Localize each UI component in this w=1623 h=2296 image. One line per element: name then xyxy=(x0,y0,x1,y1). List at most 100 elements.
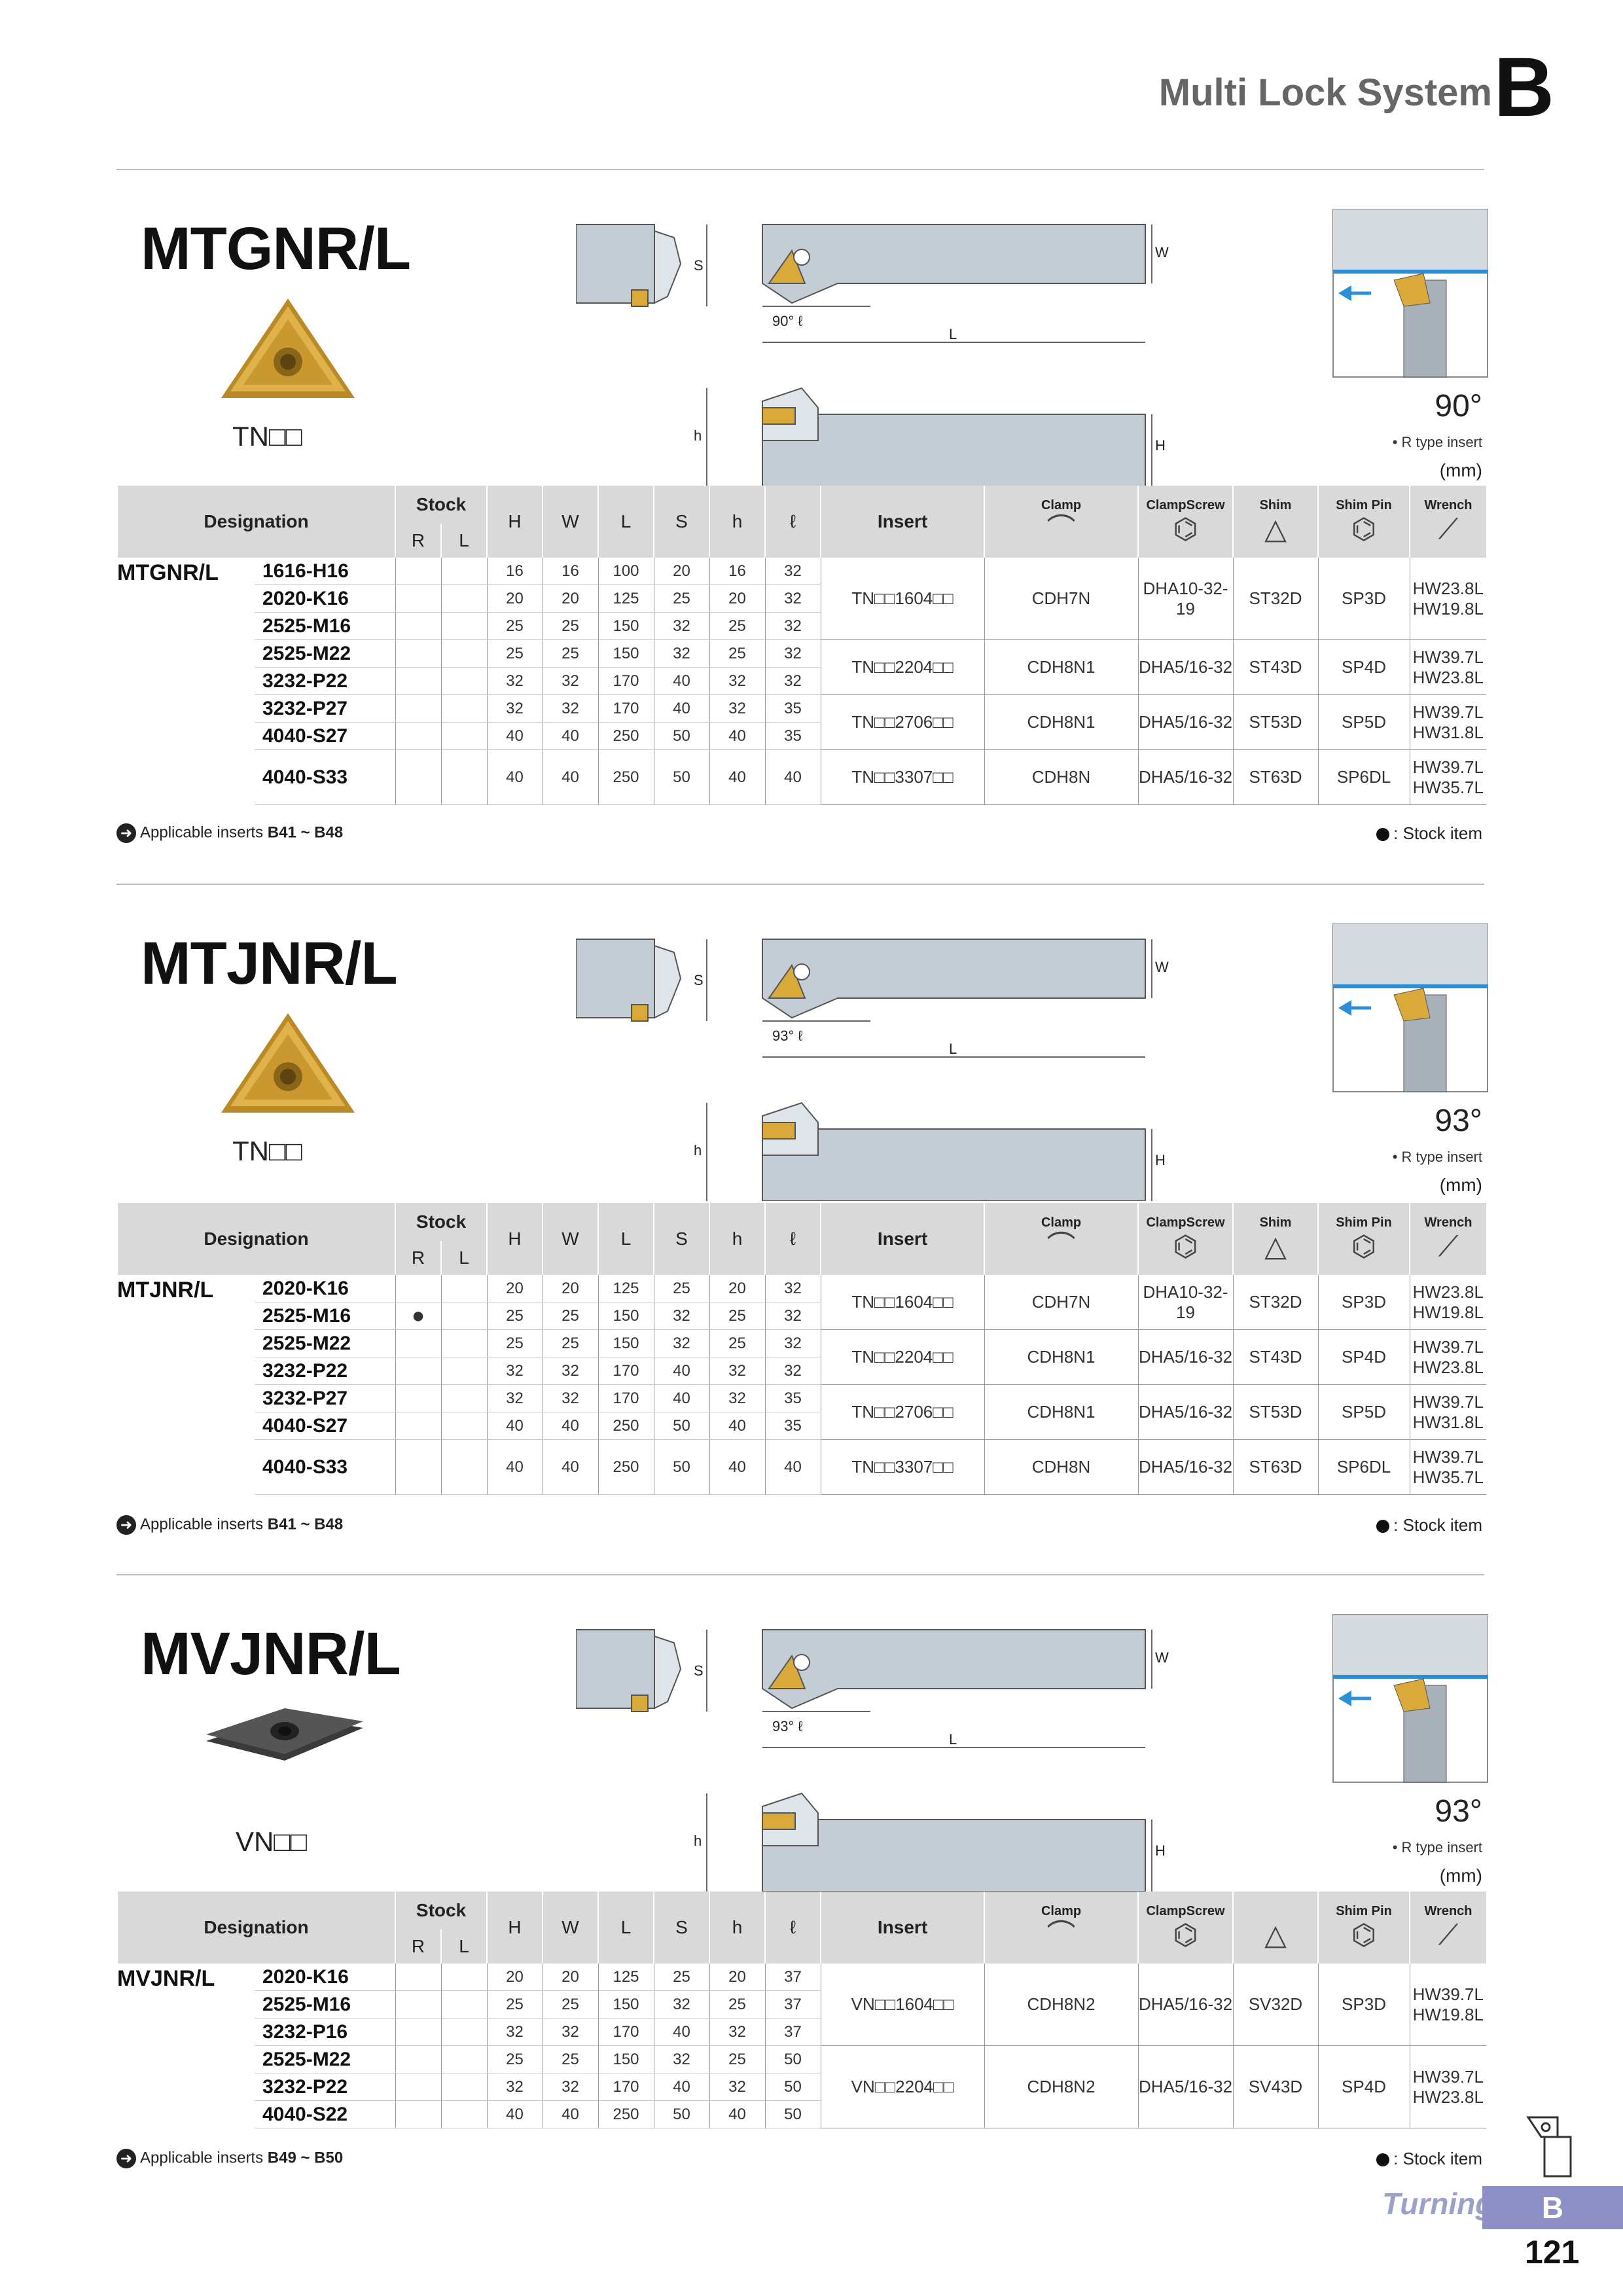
divider xyxy=(116,1574,1484,1575)
stock-r-cell xyxy=(395,1990,442,2018)
h-cell: 25 xyxy=(709,2045,766,2073)
shim-cell: ST43D xyxy=(1232,1329,1319,1385)
designation-cell: 4040-S33 xyxy=(255,749,396,805)
designation-cell: 4040-S27 xyxy=(255,1412,396,1440)
insert-image xyxy=(216,293,360,408)
stock-l-cell xyxy=(440,2045,488,2073)
wrench-icon: ⟋ xyxy=(1438,1230,1459,1263)
col-ell: ℓ xyxy=(764,486,821,558)
shim-pin-cell: SP4D xyxy=(1317,2045,1410,2128)
H-cell: 40 xyxy=(486,1412,543,1440)
L-cell: 125 xyxy=(597,584,654,613)
ell-cell: 50 xyxy=(764,2045,821,2073)
approach-angle: 90° xyxy=(1435,389,1482,423)
approach-angle: 93° xyxy=(1435,1794,1482,1829)
clamp-icon: ⌒ xyxy=(1046,1918,1076,1951)
insert-cell: TN□□3307□□ xyxy=(820,749,985,805)
stock-l-cell xyxy=(440,1412,488,1440)
ell-cell: 40 xyxy=(764,749,821,805)
col-screw: ClampScrew⌬ xyxy=(1137,1892,1234,1964)
h-cell: 20 xyxy=(709,584,766,613)
stock-r-cell xyxy=(395,694,442,723)
col-shim: Shim△ xyxy=(1232,1203,1319,1275)
svg-text:H: H xyxy=(1155,1152,1166,1168)
L-cell: 100 xyxy=(597,558,654,585)
designation-cell: 3232-P16 xyxy=(255,2018,396,2046)
svg-text:S: S xyxy=(694,972,704,988)
shim-icon: △ xyxy=(1264,1230,1287,1263)
stock-r-cell xyxy=(395,1357,442,1385)
S-cell: 32 xyxy=(653,1302,710,1330)
H-cell: 32 xyxy=(486,694,543,723)
L-cell: 150 xyxy=(597,1990,654,2018)
H-cell: 32 xyxy=(486,667,543,695)
W-cell: 40 xyxy=(542,749,599,805)
screw-cell: DHA10-32-19 xyxy=(1137,1275,1234,1330)
wrench-1: HW23.8L xyxy=(1412,578,1484,598)
S-cell: 40 xyxy=(653,667,710,695)
designation-cell: 2525-M16 xyxy=(255,1302,396,1330)
col-stock: Stock xyxy=(395,1892,488,1929)
designation-cell: 3232-P22 xyxy=(255,2073,396,2101)
designation-cell: 1616-H16 xyxy=(255,558,396,585)
L-cell: 150 xyxy=(597,2045,654,2073)
wrench-1: HW39.7L xyxy=(1412,2066,1484,2087)
arrow-right-icon: ➜ xyxy=(116,1515,136,1535)
shim-pin-cell: SP6DL xyxy=(1317,1439,1410,1495)
col-stock-r: R xyxy=(395,1929,442,1964)
L-cell: 170 xyxy=(597,694,654,723)
ell-cell: 32 xyxy=(764,612,821,640)
shim-cell: ST43D xyxy=(1232,639,1319,695)
L-cell: 250 xyxy=(597,1439,654,1495)
W-cell: 20 xyxy=(542,1275,599,1302)
screw-cell: DHA10-32-19 xyxy=(1137,558,1234,640)
wrench-2: HW19.8L xyxy=(1412,2004,1484,2024)
stock-r-cell xyxy=(395,2100,442,2128)
L-cell: 150 xyxy=(597,1302,654,1330)
W-cell: 40 xyxy=(542,1412,599,1440)
stock-legend: : Stock item xyxy=(1376,1515,1482,1535)
wrench-1: HW39.7L xyxy=(1412,702,1484,722)
ell-cell: 50 xyxy=(764,2073,821,2101)
col-pin: Shim Pin⌬ xyxy=(1317,1892,1410,1964)
arrow-right-icon: ➜ xyxy=(116,823,136,843)
screw-cell: DHA5/16-32 xyxy=(1137,694,1234,750)
wrench-icon: ⟋ xyxy=(1438,512,1459,545)
clamp-cell: CDH8N1 xyxy=(984,639,1139,695)
insert-cell: TN□□2204□□ xyxy=(820,639,985,695)
designation-cell: 3232-P27 xyxy=(255,1384,396,1412)
insert-image xyxy=(216,1008,360,1122)
L-cell: 250 xyxy=(597,1412,654,1440)
ell-cell: 32 xyxy=(764,667,821,695)
col-stock: Stock xyxy=(395,486,488,524)
col-h: h xyxy=(709,1203,766,1275)
L-cell: 170 xyxy=(597,2073,654,2101)
S-cell: 40 xyxy=(653,694,710,723)
stock-l-cell xyxy=(440,1990,488,2018)
stock-l-cell xyxy=(440,584,488,613)
shim-pin-cell: SP3D xyxy=(1317,1964,1410,2046)
insert-image xyxy=(200,1698,370,1774)
stock-r-cell: ● xyxy=(395,1302,442,1330)
divider xyxy=(116,884,1484,885)
h-cell: 40 xyxy=(709,749,766,805)
L-cell: 250 xyxy=(597,749,654,805)
L-cell: 150 xyxy=(597,612,654,640)
W-cell: 25 xyxy=(542,1302,599,1330)
svg-text:H: H xyxy=(1155,1842,1166,1859)
stock-l-cell xyxy=(440,2100,488,2128)
h-cell: 16 xyxy=(709,558,766,585)
stock-r-cell xyxy=(395,722,442,750)
S-cell: 25 xyxy=(653,1964,710,1991)
wrench-2: HW23.8L xyxy=(1412,2087,1484,2107)
designation-cell: 2020-K16 xyxy=(255,584,396,613)
